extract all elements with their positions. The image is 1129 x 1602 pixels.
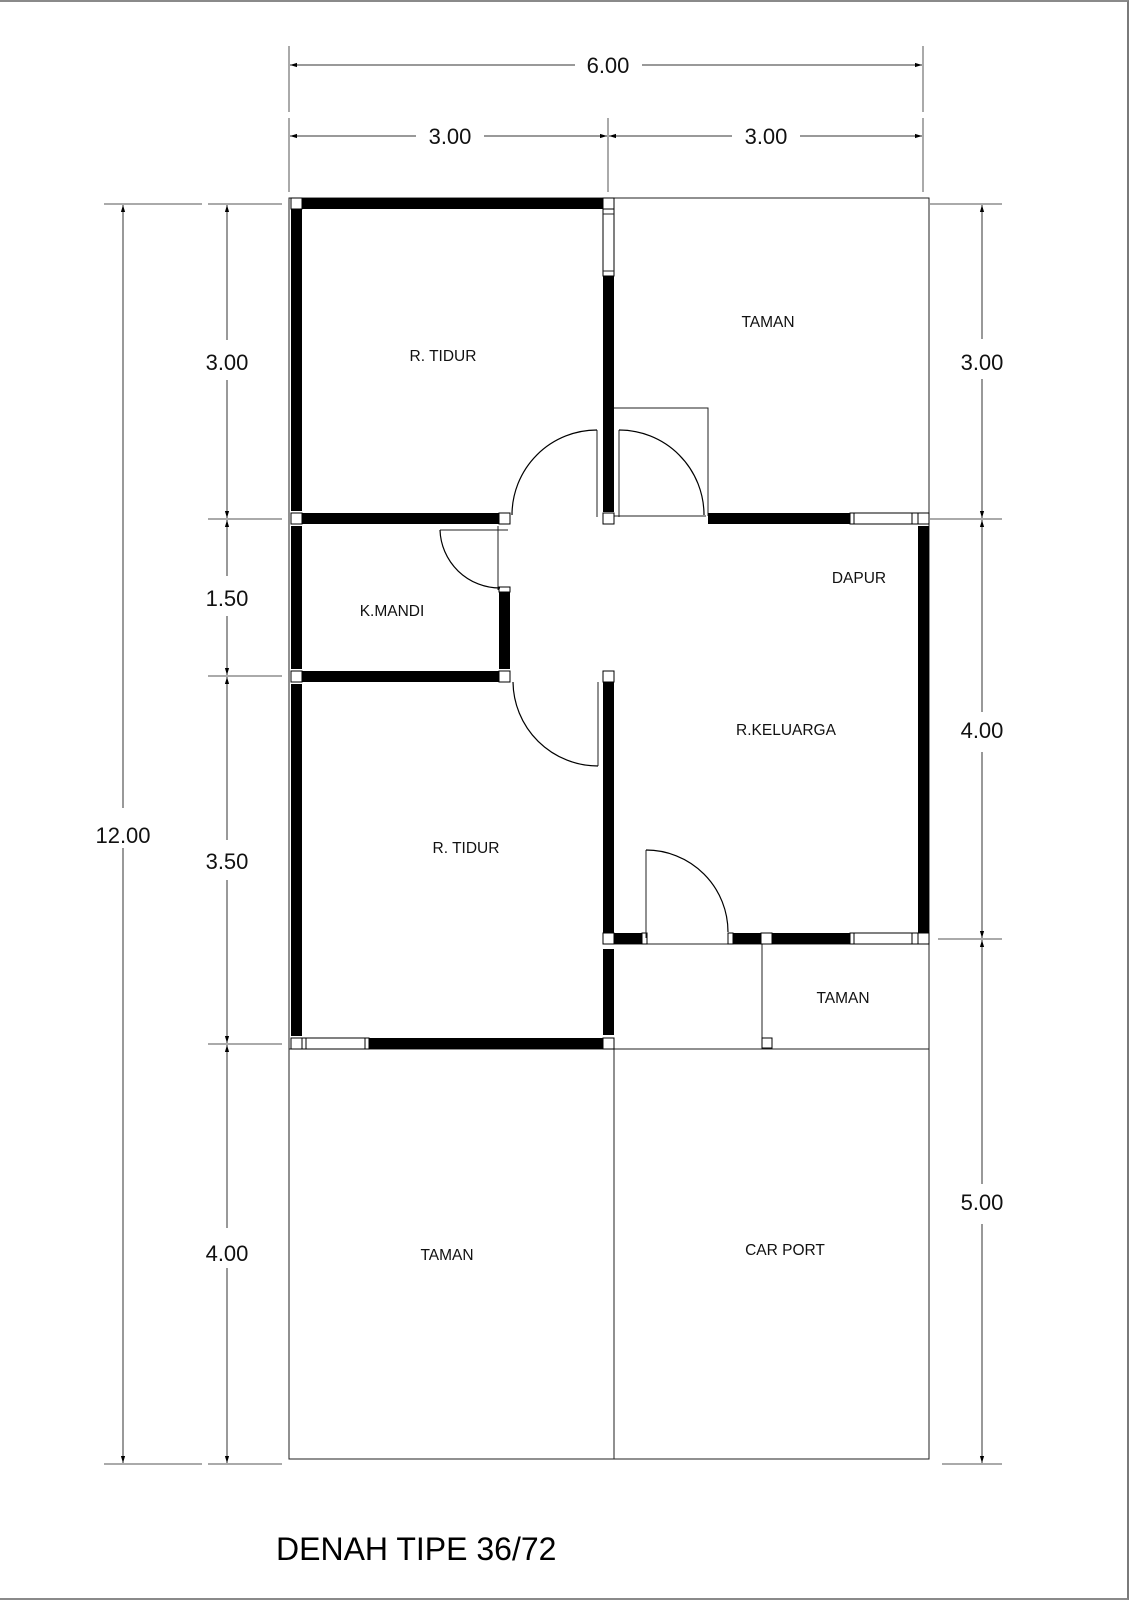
dim-top-left: 3.00 <box>429 124 472 149</box>
dim-right-3: 5.00 <box>961 1190 1004 1215</box>
label-carport: CAR PORT <box>745 1242 825 1259</box>
dim-left-3: 3.50 <box>206 849 249 874</box>
label-family-room: R.KELUARGA <box>736 722 837 739</box>
room-labels: R. TIDUR TAMAN K.MANDI DAPUR R.KELUARGA … <box>360 314 886 1264</box>
dim-right-1: 3.00 <box>961 350 1004 375</box>
right-dimensions: 3.00 4.00 5.00 <box>930 203 1004 1465</box>
dim-left-1: 3.00 <box>206 350 249 375</box>
label-bathroom: K.MANDI <box>360 603 425 620</box>
columns <box>290 197 930 1050</box>
dim-left-2: 1.50 <box>206 586 249 611</box>
dim-top-right: 3.00 <box>745 124 788 149</box>
label-garden-back: TAMAN <box>741 314 794 331</box>
label-kitchen: DAPUR <box>832 570 886 587</box>
label-bedroom-1: R. TIDUR <box>410 348 477 365</box>
dim-top-total: 6.00 <box>587 53 630 78</box>
dim-left-total: 12.00 <box>95 823 150 848</box>
label-bedroom-2: R. TIDUR <box>433 840 500 857</box>
walls <box>291 198 929 1050</box>
drawing-title: DENAH TIPE 36/72 <box>276 1531 556 1567</box>
dim-left-4: 4.00 <box>206 1241 249 1266</box>
label-garden-front: TAMAN <box>420 1247 473 1264</box>
label-garden-side: TAMAN <box>816 990 869 1007</box>
left-dimensions: 12.00 3.00 1.50 3.50 4.00 <box>95 203 282 1465</box>
doors <box>439 429 729 938</box>
dim-right-2: 4.00 <box>961 718 1004 743</box>
top-dimensions: 6.00 3.00 3.00 <box>288 46 924 192</box>
